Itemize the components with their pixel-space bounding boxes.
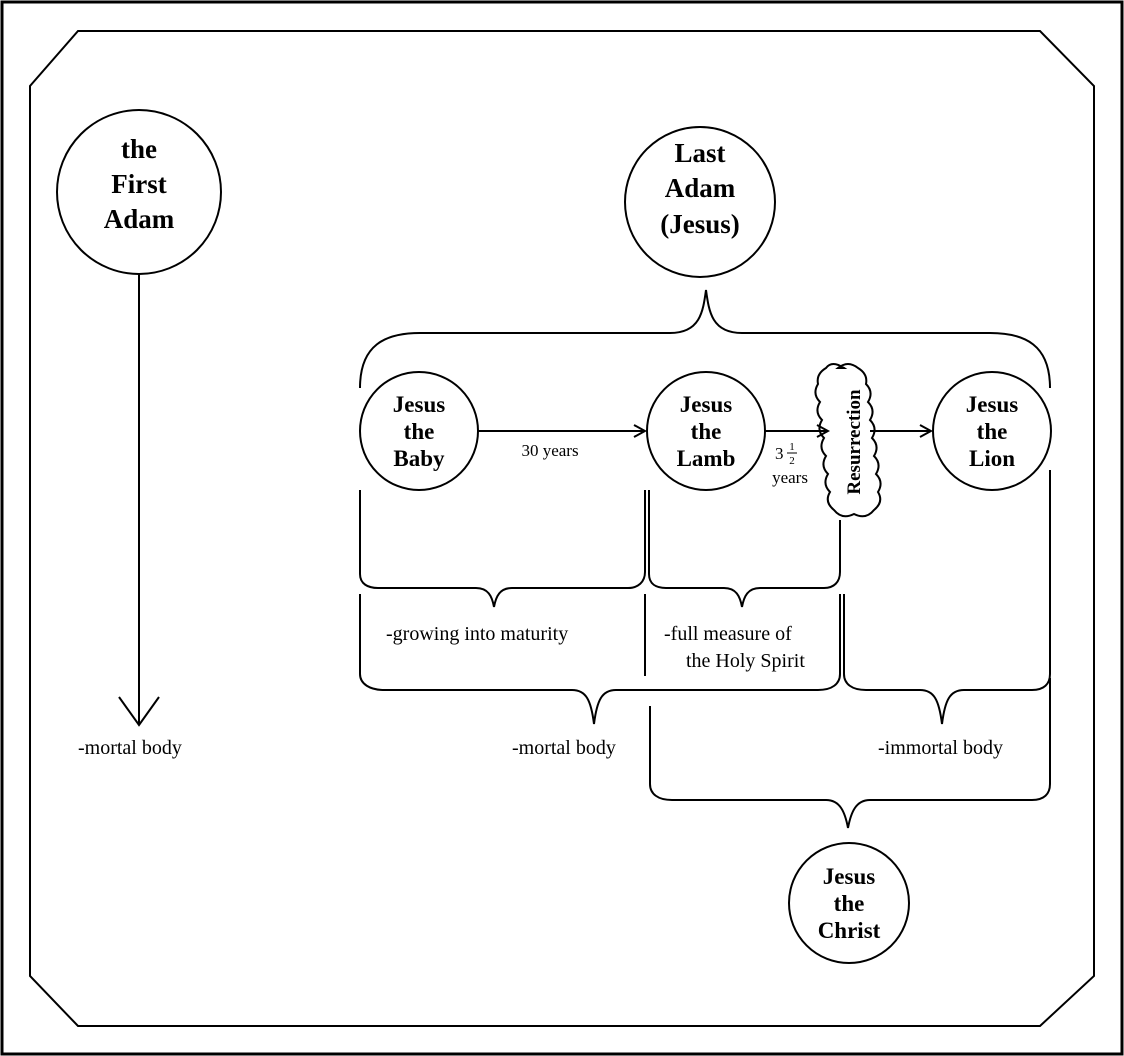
duration-unit: years bbox=[772, 468, 808, 487]
brace-christ bbox=[649, 678, 1051, 829]
first-adam-line-2: First bbox=[111, 169, 166, 199]
node-jesus-the-lion: Jesus the Lion bbox=[932, 371, 1052, 491]
resurrection-label: Resurrection bbox=[844, 389, 865, 495]
node-last-adam: Last Adam (Jesus) bbox=[624, 126, 776, 278]
baby-line-1: Jesus bbox=[393, 392, 445, 417]
last-adam-line-2: Adam bbox=[665, 173, 736, 203]
brace-mortal-body bbox=[359, 594, 841, 725]
duration-whole: 3 bbox=[775, 444, 784, 463]
node-jesus-the-lamb: Jesus the Lamb bbox=[646, 371, 766, 491]
first-adam-line-3: Adam bbox=[104, 204, 175, 234]
christ-line-3: Christ bbox=[818, 918, 881, 943]
mortal-body-label: -mortal body bbox=[512, 737, 616, 759]
lion-line-3: Lion bbox=[969, 446, 1015, 471]
christ-line-2: the bbox=[834, 891, 865, 916]
first-adam-body-label: -mortal body bbox=[78, 737, 182, 759]
growing-label: -growing into maturity bbox=[386, 623, 568, 645]
christ-line-1: Jesus bbox=[823, 864, 875, 889]
duration-denominator: 2 bbox=[789, 455, 795, 467]
node-jesus-the-christ: Jesus the Christ bbox=[788, 842, 910, 964]
first-adam-arrowhead bbox=[118, 696, 160, 727]
brace-immortal-body bbox=[843, 470, 1051, 725]
brace-growing bbox=[359, 490, 646, 608]
baby-to-lamb-duration: 30 years bbox=[521, 441, 578, 460]
lamb-to-resurrection-duration: 3 1 2 years bbox=[772, 441, 808, 487]
first-adam-line-1: the bbox=[121, 134, 157, 164]
lion-line-2: the bbox=[977, 419, 1008, 444]
octagon-frame bbox=[29, 30, 1095, 1027]
node-first-adam: the First Adam bbox=[56, 109, 222, 275]
baby-line-3: Baby bbox=[393, 446, 445, 471]
full-measure-line-1: -full measure of bbox=[664, 623, 792, 645]
full-measure-line-2: the Holy Spirit bbox=[686, 650, 805, 672]
brace-full-measure bbox=[648, 490, 841, 608]
top-brace bbox=[359, 289, 1051, 389]
duration-numerator: 1 bbox=[789, 441, 795, 453]
lamb-line-3: Lamb bbox=[677, 446, 736, 471]
immortal-body-label: -immortal body bbox=[878, 737, 1003, 759]
node-jesus-the-baby: Jesus the Baby bbox=[359, 371, 479, 491]
lion-line-1: Jesus bbox=[966, 392, 1018, 417]
last-adam-line-3: (Jesus) bbox=[660, 209, 740, 239]
baby-line-2: the bbox=[404, 419, 435, 444]
last-adam-line-1: Last bbox=[674, 138, 725, 168]
lamb-line-2: the bbox=[691, 419, 722, 444]
node-resurrection: Resurrection bbox=[814, 363, 882, 518]
lamb-line-1: Jesus bbox=[680, 392, 732, 417]
